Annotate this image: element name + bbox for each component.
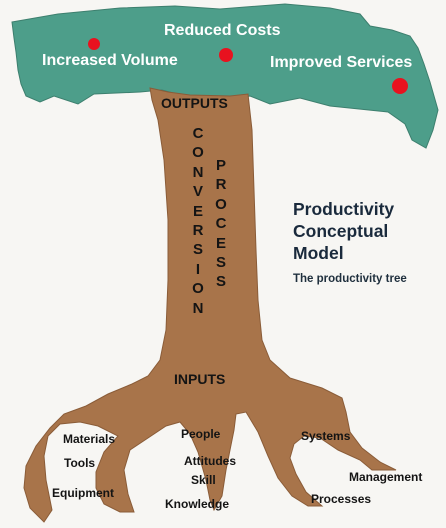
process-letter: O xyxy=(215,195,227,213)
root-label-processes: Processes xyxy=(311,492,372,506)
root-label-systems: Systems xyxy=(301,429,351,443)
conversion-letter: I xyxy=(195,260,201,278)
output-reduced-costs: Reduced Costs xyxy=(164,22,281,39)
red-dot-1 xyxy=(88,38,100,50)
output-increased-volume: Increased Volume xyxy=(42,52,178,69)
process-letter: S xyxy=(215,273,226,291)
outputs-label: OUTPUTS xyxy=(161,95,228,111)
conversion-letter: N xyxy=(192,299,204,317)
conversion-letter: O xyxy=(192,144,204,162)
red-dot-3 xyxy=(392,78,408,94)
conversion-letter: N xyxy=(192,163,204,181)
diagram-title: Productivity Conceptual Model xyxy=(293,198,394,264)
conversion-letter: S xyxy=(192,241,203,259)
trunk xyxy=(23,87,397,523)
root-label-attitudes: Attitudes xyxy=(184,454,236,468)
conversion-letter: O xyxy=(192,280,204,298)
conversion-letter: R xyxy=(192,222,204,240)
process-letter: P xyxy=(215,157,226,174)
conversion-letter: E xyxy=(192,202,203,220)
process-letter: S xyxy=(215,254,226,272)
output-improved-services: Improved Services xyxy=(270,54,413,71)
process-letter: R xyxy=(215,176,227,194)
process-letter: E xyxy=(215,234,226,252)
conversion-letter: V xyxy=(192,183,203,201)
root-label-knowledge: Knowledge xyxy=(165,497,230,511)
root-label-tools: Tools xyxy=(64,456,96,470)
title-line-1: Productivity xyxy=(293,199,395,219)
conversion-letter: C xyxy=(192,125,204,142)
root-label-people: People xyxy=(181,427,221,441)
red-dot-2 xyxy=(219,48,233,62)
root-label-equipment: Equipment xyxy=(52,486,114,500)
process-letter: C xyxy=(215,215,227,233)
diagram-subtitle: The productivity tree xyxy=(293,273,407,285)
canopy xyxy=(11,3,439,149)
inputs-label: INPUTS xyxy=(174,371,226,387)
root-label-management: Management xyxy=(349,470,423,484)
title-line-3: Model xyxy=(293,243,344,263)
root-label-materials: Materials xyxy=(63,432,116,446)
title-line-2: Conceptual xyxy=(293,221,389,241)
root-label-skill: Skill xyxy=(191,473,216,487)
